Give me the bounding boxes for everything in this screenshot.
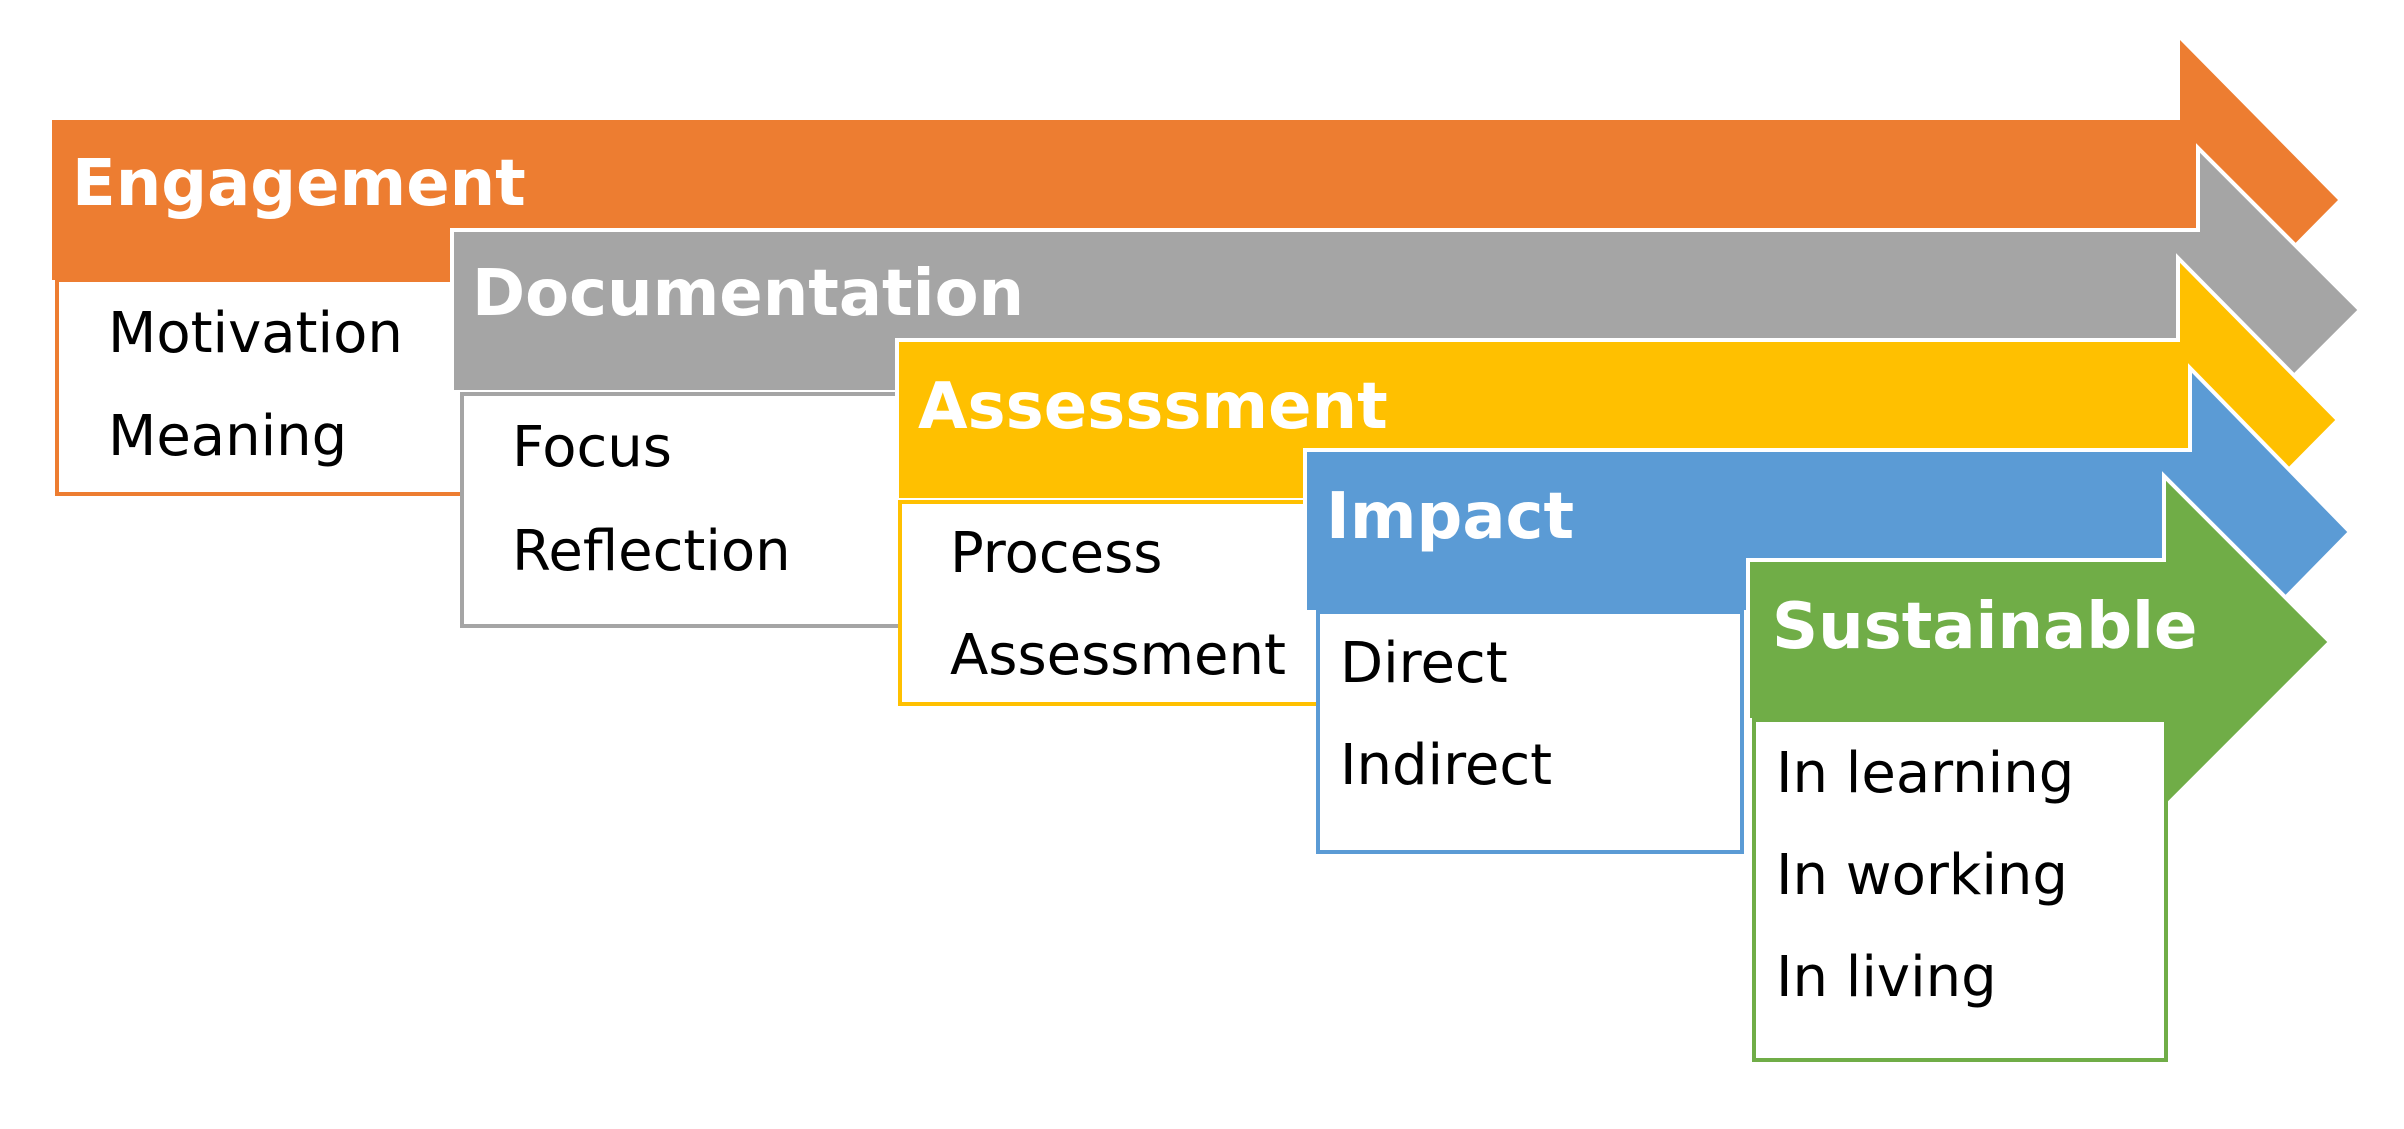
engagement-item: Meaning <box>108 404 347 469</box>
sustainable-item: In living <box>1776 945 1997 1010</box>
impact-item: Direct <box>1340 631 1508 696</box>
impact-title: Impact <box>1326 480 1574 554</box>
stage-sustainable: Sustainable In learning In working In li… <box>1746 471 2333 1062</box>
engagement-box <box>55 278 465 496</box>
assessment-item: Process <box>950 521 1162 586</box>
documentation-item: Focus <box>512 415 672 480</box>
documentation-title: Documentation <box>472 257 1024 331</box>
sustainable-item: In learning <box>1776 741 2074 806</box>
documentation-item: Reflection <box>512 519 791 584</box>
sustainable-title: Sustainable <box>1772 590 2197 664</box>
impact-item: Indirect <box>1340 733 1552 798</box>
documentation-box <box>460 392 912 628</box>
sustainable-box <box>1752 718 2168 1062</box>
sustainable-item: In working <box>1776 843 2068 908</box>
assessment-title: Assesssment <box>918 370 1388 444</box>
engagement-item: Motivation <box>108 301 403 366</box>
stage-assessment: Assesssment Process Assessment <box>895 253 2341 706</box>
engagement-title: Engagement <box>72 147 526 221</box>
impact-box <box>1316 610 1744 854</box>
assessment-item: Assessment <box>950 623 1286 688</box>
assessment-box <box>898 500 1334 706</box>
